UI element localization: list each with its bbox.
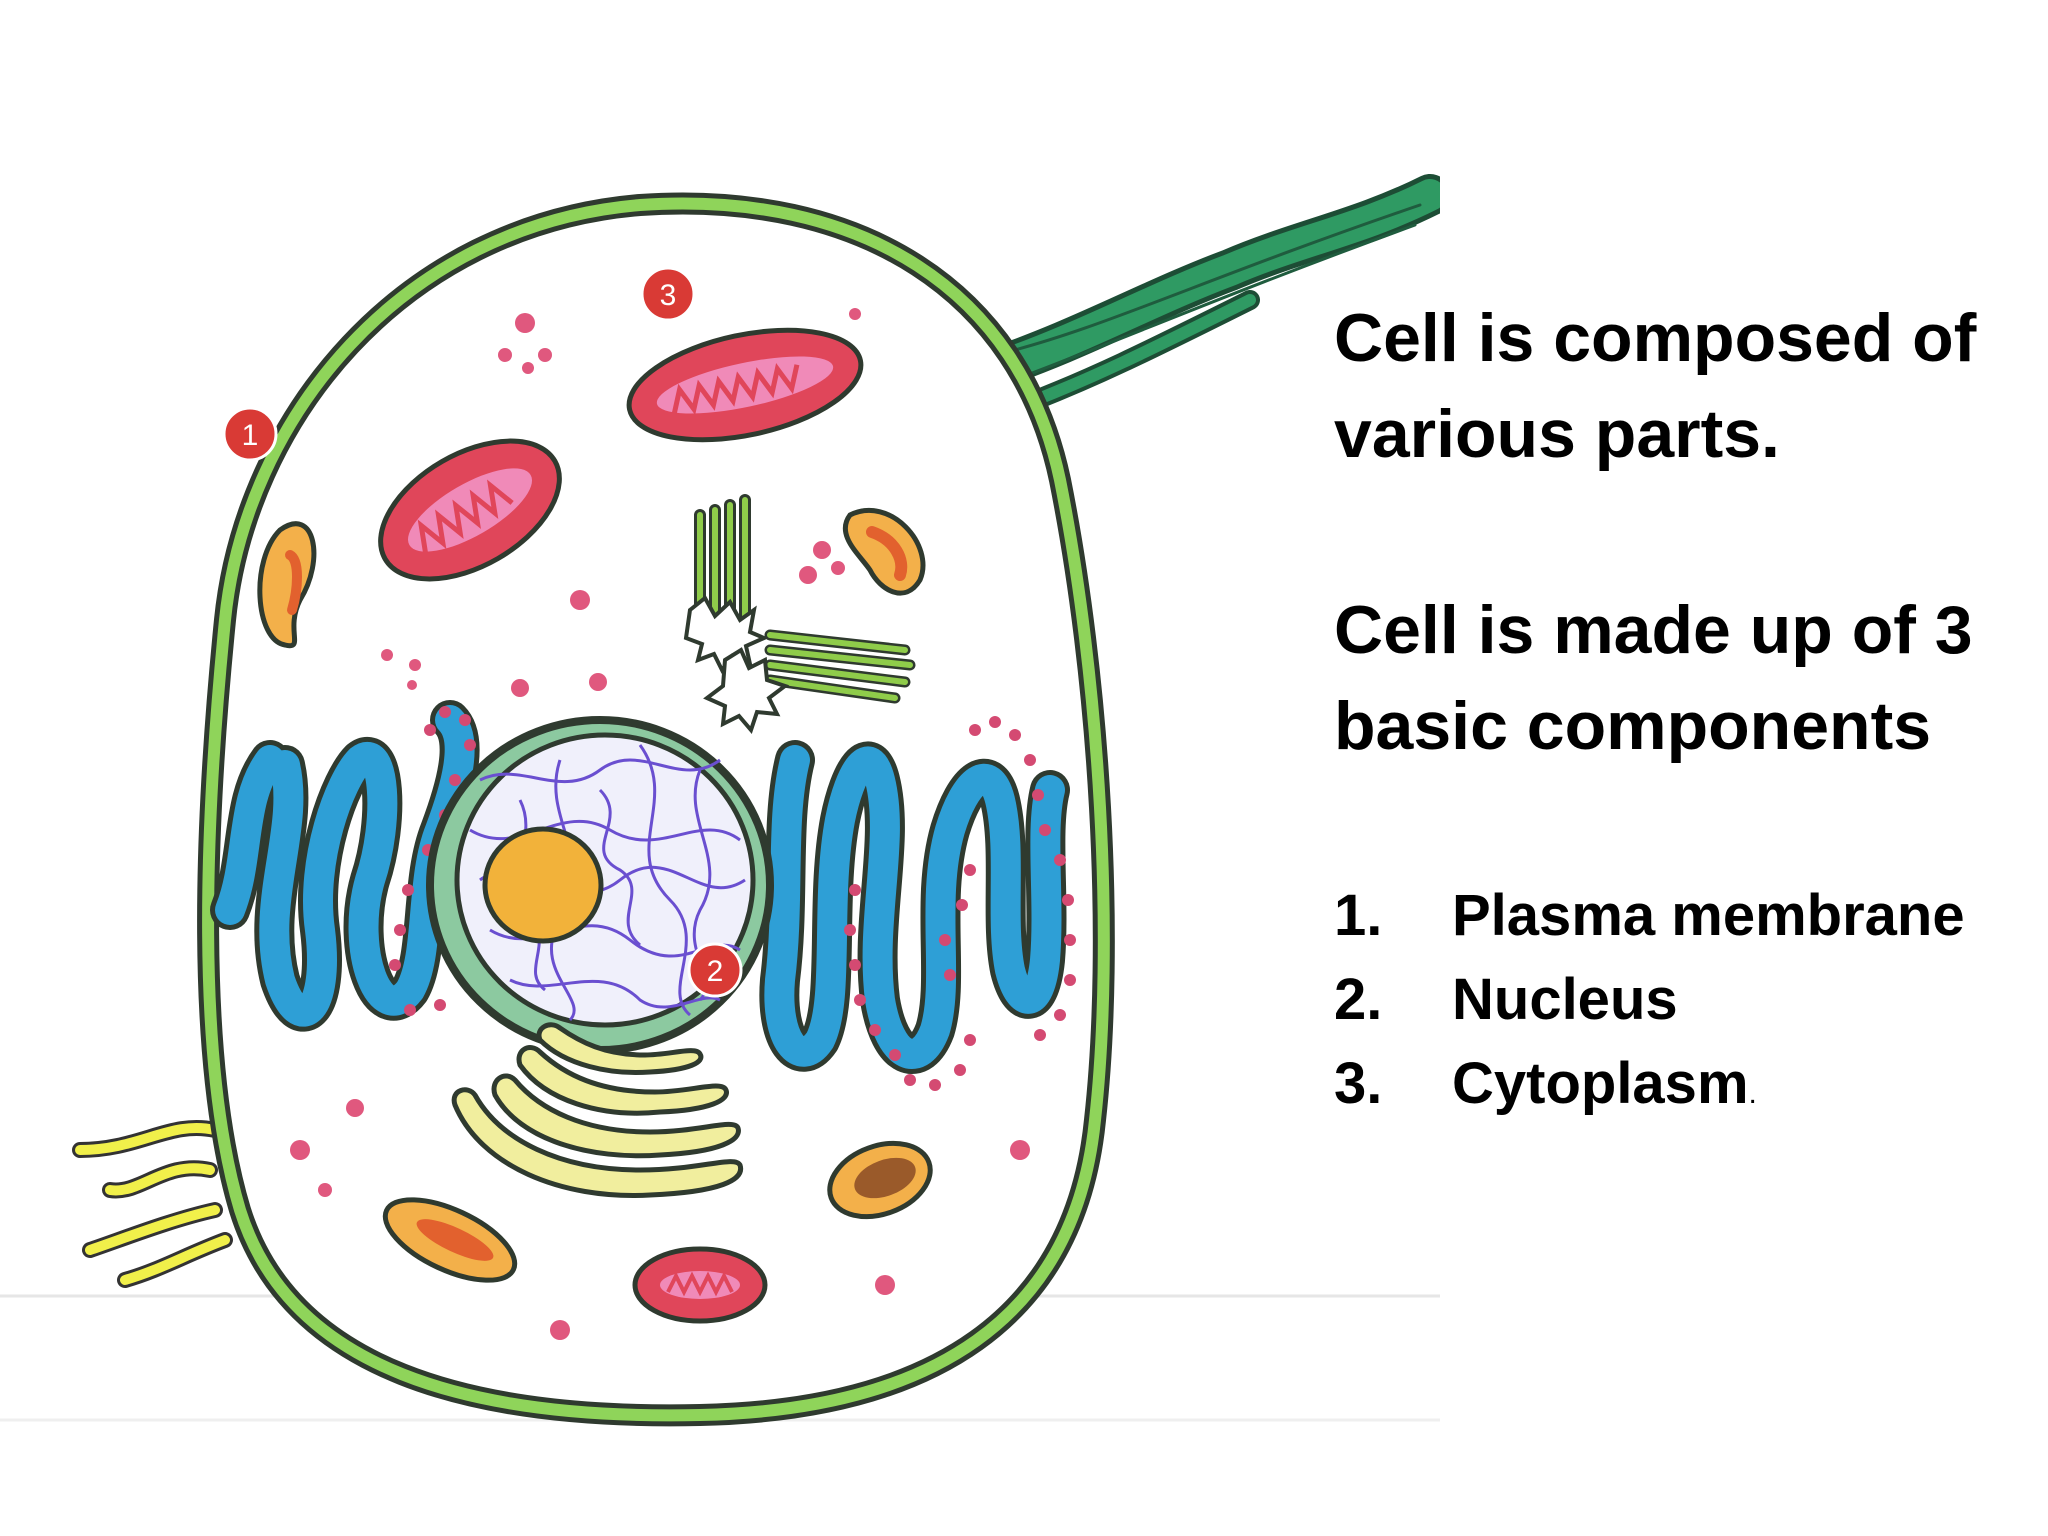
intro-paragraph: Cell is composed of various parts.: [1334, 290, 2024, 482]
text-panel: Cell is composed of various parts. Cell …: [1334, 290, 2024, 1136]
components-list: 1. Plasma membrane 2. Nucleus 3. Cytopla…: [1334, 874, 2024, 1136]
marker-2: 2: [687, 942, 743, 998]
list-item: 1. Plasma membrane: [1334, 874, 2024, 958]
lysosome: [257, 521, 317, 649]
intro-line-1: Cell is composed of: [1334, 300, 1977, 376]
list-item-label: Cytoplasm: [1452, 1051, 1749, 1116]
components-paragraph: Cell is made up of 3 basic components: [1334, 582, 2024, 774]
marker-3-label: 3: [660, 279, 677, 312]
list-item-number: 2.: [1334, 967, 1383, 1032]
nucleolus: [482, 826, 604, 944]
mitochondrion: [378, 438, 562, 582]
intro-line-2: various parts.: [1334, 396, 1780, 472]
list-item-label: Plasma membrane: [1452, 883, 1965, 948]
lysosome: [842, 507, 926, 596]
mitochondrion: [632, 1246, 768, 1324]
nucleus: [426, 716, 774, 1054]
list-item: 2. Nucleus: [1334, 958, 2024, 1042]
cell-drawing: 1 2 3: [0, 174, 1440, 1427]
centriole: [683, 494, 916, 734]
free-ribosomes: [290, 308, 1030, 1340]
components-line-1: Cell is made up of 3: [1334, 592, 1973, 668]
marker-3: 3: [640, 266, 696, 322]
list-item-number: 3.: [1334, 1051, 1383, 1116]
marker-1-label: 1: [242, 419, 259, 452]
endoplasmic-reticulum: [759, 740, 1070, 1074]
lysosome: [382, 1197, 518, 1283]
list-item-period: .: [1748, 1077, 1757, 1110]
cell-diagram: 1 2 3: [0, 174, 1440, 1427]
list-item-label: Nucleus: [1452, 967, 1678, 1032]
cilia: [72, 1119, 233, 1288]
components-line-2: basic components: [1334, 688, 1932, 764]
marker-2-label: 2: [707, 955, 724, 988]
mitochondrion: [626, 327, 864, 443]
list-item-number: 1.: [1334, 883, 1383, 948]
golgi-apparatus: [451, 1022, 744, 1198]
marker-1: 1: [222, 406, 278, 462]
lysosome: [827, 1140, 933, 1220]
list-item: 3. Cytoplasm.: [1334, 1042, 2024, 1136]
